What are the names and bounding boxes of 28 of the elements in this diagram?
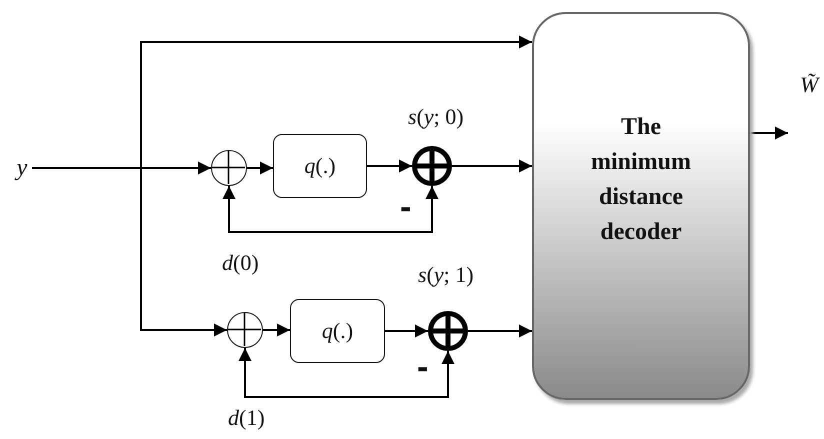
dither-label: d(1) — [228, 405, 265, 431]
arrow — [238, 348, 454, 398]
arrow — [247, 162, 273, 174]
quantizer-box — [290, 299, 385, 363]
arrow — [385, 324, 428, 338]
minus-sign: - — [417, 348, 428, 387]
subtraction-junction — [412, 146, 452, 186]
decoder-block — [532, 12, 750, 400]
arrow — [367, 160, 412, 172]
dither-label: d(0) — [222, 250, 259, 276]
summing-junction — [227, 312, 263, 348]
subtraction-junction — [428, 311, 468, 351]
quantizer-box — [273, 134, 367, 198]
output-signal-label: s(y; 0) — [408, 104, 464, 130]
block-title: The minimum distance decoder — [590, 113, 692, 247]
summing-junction — [211, 150, 247, 186]
arrow — [750, 126, 788, 140]
minus-sign: - — [400, 188, 412, 227]
input-symbol: y — [12, 152, 32, 184]
output-signal-label: s(y; 1) — [418, 262, 474, 288]
arrow — [452, 160, 532, 172]
arrow — [468, 324, 532, 338]
arrow — [32, 167, 227, 336]
arrow — [222, 186, 438, 233]
function-label: q(.) — [322, 318, 354, 344]
function-label: q(.) — [304, 153, 336, 179]
output-symbol: W̃ — [800, 72, 818, 98]
arrow — [263, 324, 290, 336]
